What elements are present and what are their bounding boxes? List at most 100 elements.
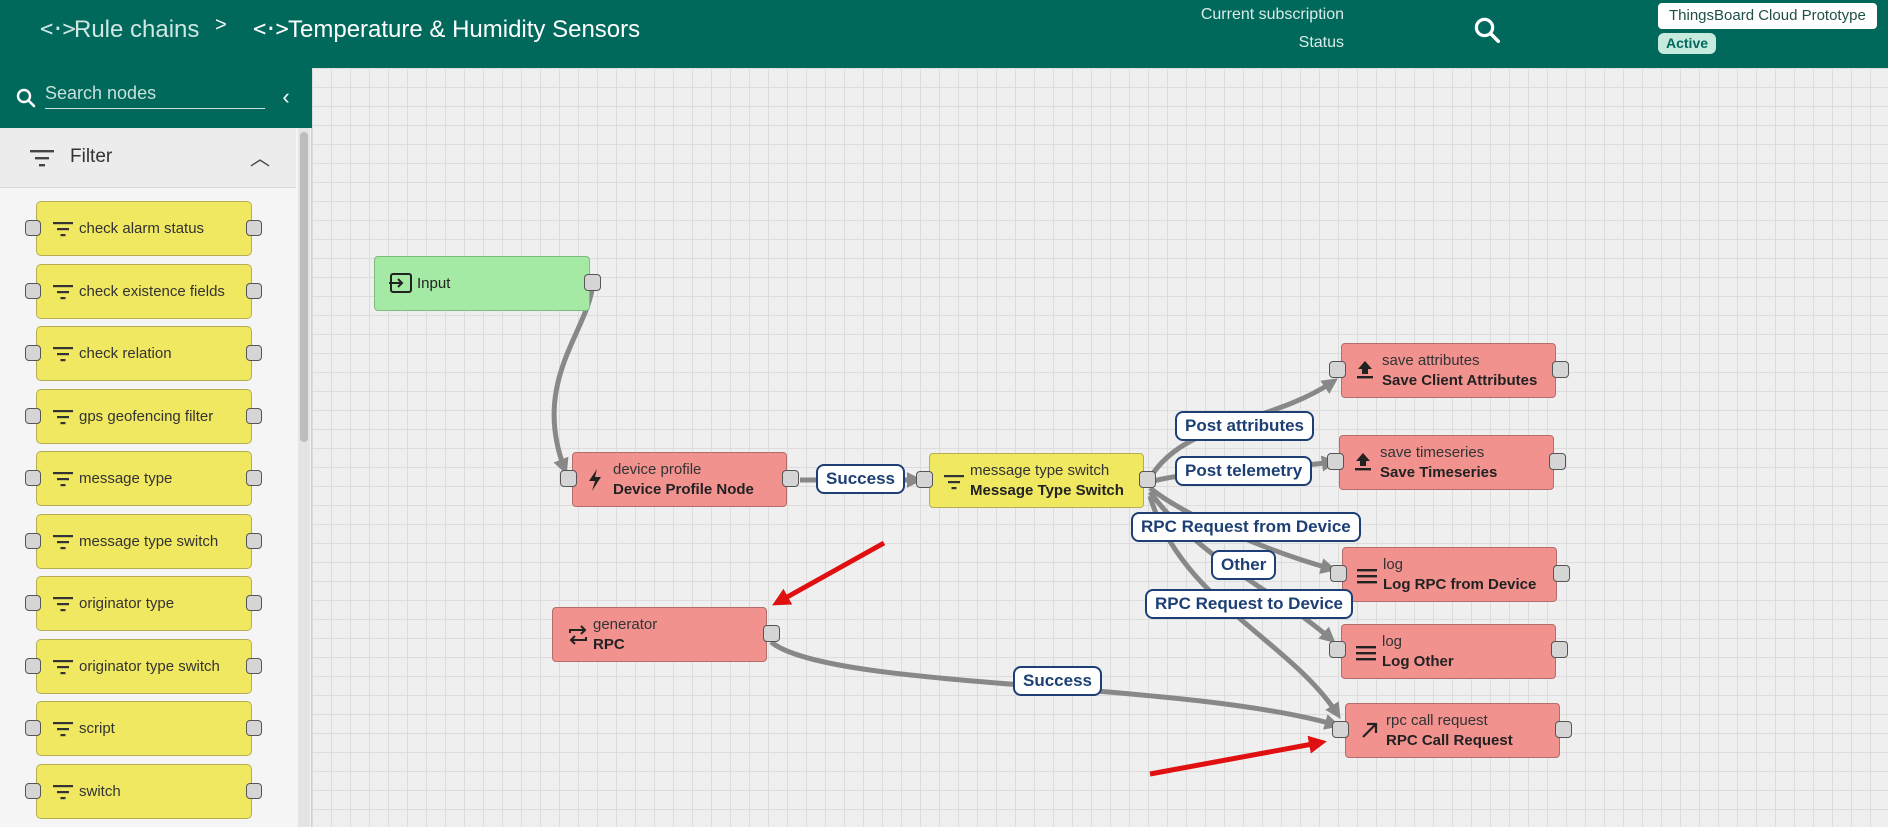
node-log-other-out-port[interactable] bbox=[1551, 641, 1568, 658]
node-log-rpc[interactable]: log Log RPC from Device bbox=[1342, 547, 1557, 602]
filter-icon bbox=[53, 472, 73, 487]
node-device-profile[interactable]: device profile Device Profile Node bbox=[572, 452, 787, 507]
filter-icon bbox=[944, 475, 964, 490]
palette-node-label: gps geofencing filter bbox=[79, 407, 214, 425]
node-save-attributes-out-port[interactable] bbox=[1552, 361, 1569, 378]
node-name: Device Profile Node bbox=[613, 481, 754, 498]
palette-node-in-port bbox=[25, 407, 41, 424]
node-log-other[interactable]: log Log Other bbox=[1341, 624, 1556, 679]
palette-node-item[interactable]: gps geofencing filter bbox=[36, 388, 252, 444]
breadcrumb-separator: > bbox=[215, 14, 227, 36]
edge-label-rpc-to-device[interactable]: RPC Request to Device bbox=[1145, 589, 1353, 619]
palette-node-label: message type bbox=[79, 470, 173, 487]
node-log-other-in-port[interactable] bbox=[1329, 641, 1346, 658]
search-icon[interactable] bbox=[1472, 15, 1502, 45]
node-save-timeseries-in-port[interactable] bbox=[1327, 453, 1344, 470]
node-name: Save Timeseries bbox=[1380, 464, 1498, 481]
filter-section-header[interactable]: Filter ︿ bbox=[0, 128, 296, 188]
rule-chain-icon: <·> bbox=[253, 17, 289, 42]
node-message-type-switch-in-port[interactable] bbox=[916, 471, 933, 488]
palette-node-label: originator type switch bbox=[79, 657, 220, 675]
node-log-rpc-out-port[interactable] bbox=[1553, 565, 1570, 582]
palette-node-item[interactable]: script bbox=[36, 701, 252, 756]
collapse-sidebar-icon[interactable]: ‹ bbox=[282, 84, 290, 109]
palette-node-out-port bbox=[246, 657, 262, 674]
palette-node-out-port bbox=[246, 220, 262, 236]
palette-node-item[interactable]: check relation bbox=[36, 326, 252, 381]
palette-node-item[interactable]: message type switch bbox=[36, 513, 252, 569]
node-save-attributes[interactable]: save attributes Save Client Attributes bbox=[1341, 343, 1556, 398]
node-name: RPC bbox=[593, 636, 625, 653]
palette-node-out-port bbox=[246, 407, 262, 424]
palette-node-in-port bbox=[25, 595, 41, 611]
filter-icon bbox=[53, 722, 73, 737]
log-icon bbox=[1357, 569, 1377, 584]
palette-node-out-port bbox=[246, 470, 262, 486]
palette-node-in-port bbox=[25, 220, 41, 236]
edge-label-other[interactable]: Other bbox=[1211, 550, 1277, 580]
node-type: device profile bbox=[613, 461, 702, 478]
scrollbar-thumb[interactable] bbox=[300, 132, 308, 442]
palette-node-item[interactable]: message type bbox=[36, 451, 252, 506]
palette-node-item[interactable]: check existence fields bbox=[36, 263, 252, 319]
palette-node-label: check existence fields bbox=[79, 282, 225, 300]
edge-label-post-telemetry[interactable]: Post telemetry bbox=[1175, 456, 1313, 486]
rule-chain-icon: <·> bbox=[40, 17, 76, 42]
filter-icon bbox=[53, 597, 73, 612]
subscription-value[interactable]: ThingsBoard Cloud Prototype bbox=[1658, 3, 1877, 29]
filter-icon bbox=[53, 222, 73, 237]
palette-node-out-port bbox=[246, 345, 262, 361]
search-nodes-input[interactable] bbox=[45, 79, 265, 109]
node-message-type-switch[interactable]: message type switch Message Type Switch bbox=[929, 453, 1144, 508]
palette-node-in-port bbox=[25, 470, 41, 486]
node-save-timeseries-out-port[interactable] bbox=[1549, 453, 1566, 470]
node-device-profile-in-port[interactable] bbox=[560, 470, 577, 487]
palette-node-out-port bbox=[246, 532, 262, 549]
node-message-type-switch-out-port[interactable] bbox=[1139, 471, 1156, 488]
breadcrumb-rule-chains[interactable]: Rule chains bbox=[74, 16, 200, 43]
palette-node-item[interactable]: switch bbox=[36, 763, 252, 819]
edge-label-success[interactable]: Success bbox=[1013, 666, 1102, 696]
status-label: Status bbox=[1298, 34, 1344, 51]
filter-icon bbox=[53, 409, 73, 424]
node-name: Log Other bbox=[1382, 653, 1454, 670]
node-save-attributes-in-port[interactable] bbox=[1329, 361, 1346, 378]
node-generator[interactable]: generator RPC bbox=[552, 607, 767, 662]
node-type: log bbox=[1382, 633, 1403, 650]
palette-node-in-port bbox=[25, 532, 41, 549]
filter-icon bbox=[53, 347, 73, 362]
node-log-rpc-in-port[interactable] bbox=[1330, 565, 1347, 582]
node-rpc-call-request-in-port[interactable] bbox=[1332, 721, 1349, 738]
node-rpc-call-request-out-port[interactable] bbox=[1555, 721, 1572, 738]
node-generator-out-port[interactable] bbox=[763, 625, 780, 642]
node-rpc-call-request[interactable]: rpc call request RPC Call Request bbox=[1345, 703, 1560, 758]
node-input-label: Input bbox=[417, 275, 451, 292]
node-save-timeseries[interactable]: save timeseries Save Timeseries bbox=[1339, 435, 1554, 490]
palette-node-item[interactable]: originator type switch bbox=[36, 638, 252, 694]
edge-label-post-attributes[interactable]: Post attributes bbox=[1175, 411, 1315, 441]
filter-icon bbox=[53, 659, 73, 674]
node-search-bar: ‹ bbox=[0, 68, 312, 128]
palette-node-item[interactable]: originator type bbox=[36, 576, 252, 631]
palette-node-item[interactable]: check alarm status bbox=[36, 201, 252, 256]
node-input[interactable]: Input bbox=[374, 256, 590, 311]
node-input-out-port[interactable] bbox=[584, 274, 601, 291]
palette-node-out-port bbox=[246, 782, 262, 799]
chevron-up-icon[interactable]: ︿ bbox=[250, 148, 270, 170]
edge-label-rpc-from-device[interactable]: RPC Request from Device bbox=[1131, 512, 1361, 542]
node-device-profile-out-port[interactable] bbox=[782, 470, 799, 487]
edge-label-success[interactable]: Success bbox=[816, 464, 905, 494]
node-type: log bbox=[1383, 556, 1404, 573]
node-name: Save Client Attributes bbox=[1382, 372, 1538, 389]
rule-chain-canvas[interactable] bbox=[312, 68, 1888, 827]
arrow-up-right-icon bbox=[1362, 722, 1378, 738]
sidebar-scrollbar[interactable] bbox=[298, 128, 310, 827]
status-badge: Active bbox=[1658, 33, 1717, 54]
upload-icon bbox=[1355, 453, 1371, 471]
palette-node-label: check alarm status bbox=[79, 220, 205, 237]
filter-section-title: Filter bbox=[70, 146, 113, 167]
palette-node-out-port bbox=[246, 282, 262, 299]
bolt-icon bbox=[589, 469, 601, 491]
palette-node-in-port bbox=[25, 720, 41, 736]
palette-node-out-port bbox=[246, 595, 262, 611]
